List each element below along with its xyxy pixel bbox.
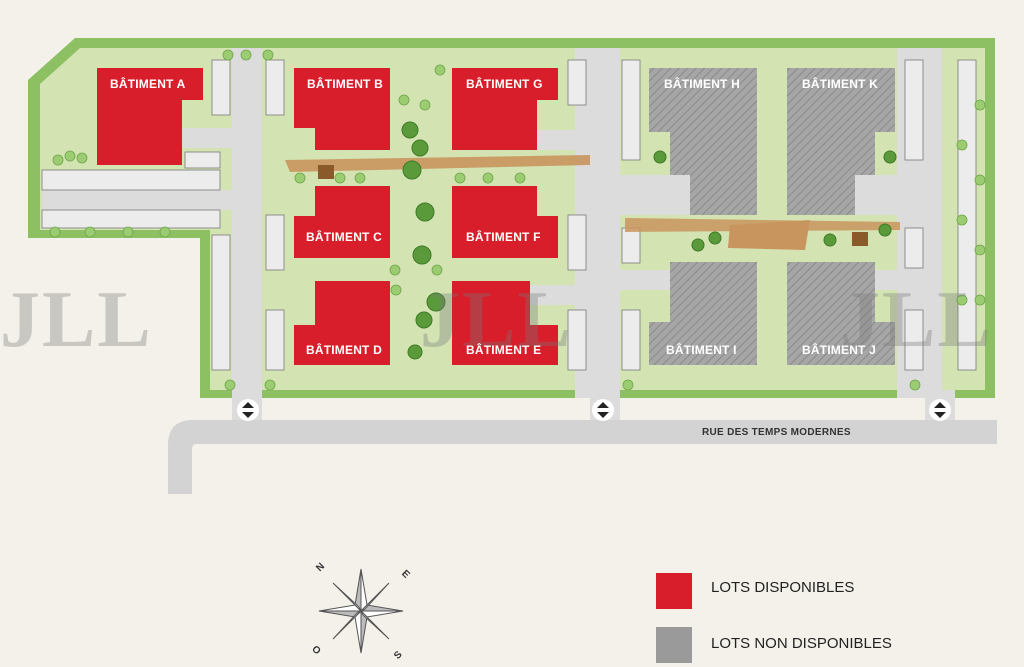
building-F xyxy=(452,186,558,258)
building-J xyxy=(787,262,895,365)
building-B xyxy=(294,68,390,150)
building-label-k: BÂTIMENT K xyxy=(802,77,878,91)
building-label-e: BÂTIMENT E xyxy=(466,343,542,357)
building-G xyxy=(452,68,558,150)
building-K xyxy=(787,68,895,215)
street-name: RUE DES TEMPS MODERNES xyxy=(702,427,851,438)
building-D xyxy=(294,281,390,365)
building-C xyxy=(294,186,390,258)
building-A xyxy=(97,68,203,165)
trees xyxy=(401,121,897,360)
building-label-j: BÂTIMENT J xyxy=(802,343,876,357)
building-E xyxy=(452,281,558,365)
legend-label-available: LOTS DISPONIBLES xyxy=(711,579,855,596)
unavailable-buildings xyxy=(649,68,895,365)
street-road xyxy=(168,420,997,494)
building-H xyxy=(649,68,757,215)
parking-stalls xyxy=(41,59,977,371)
building-label-h: BÂTIMENT H xyxy=(664,77,740,91)
legend-swatch-unavailable xyxy=(656,627,692,663)
walking-path xyxy=(285,155,590,172)
building-label-b: BÂTIMENT B xyxy=(307,77,383,91)
building-label-g: BÂTIMENT G xyxy=(466,77,543,91)
legend-swatch-available xyxy=(656,573,692,609)
building-label-a: BÂTIMENT A xyxy=(110,77,186,91)
building-label-c: BÂTIMENT C xyxy=(306,230,382,244)
building-label-f: BÂTIMENT F xyxy=(466,230,541,244)
compass-rose xyxy=(318,568,404,654)
legend-label-unavailable: LOTS NON DISPONIBLES xyxy=(711,635,892,652)
available-buildings xyxy=(97,68,558,365)
building-I xyxy=(649,262,757,365)
building-label-i: BÂTIMENT I xyxy=(666,343,737,357)
entrance-markers xyxy=(237,399,951,421)
building-label-d: BÂTIMENT D xyxy=(306,343,382,357)
